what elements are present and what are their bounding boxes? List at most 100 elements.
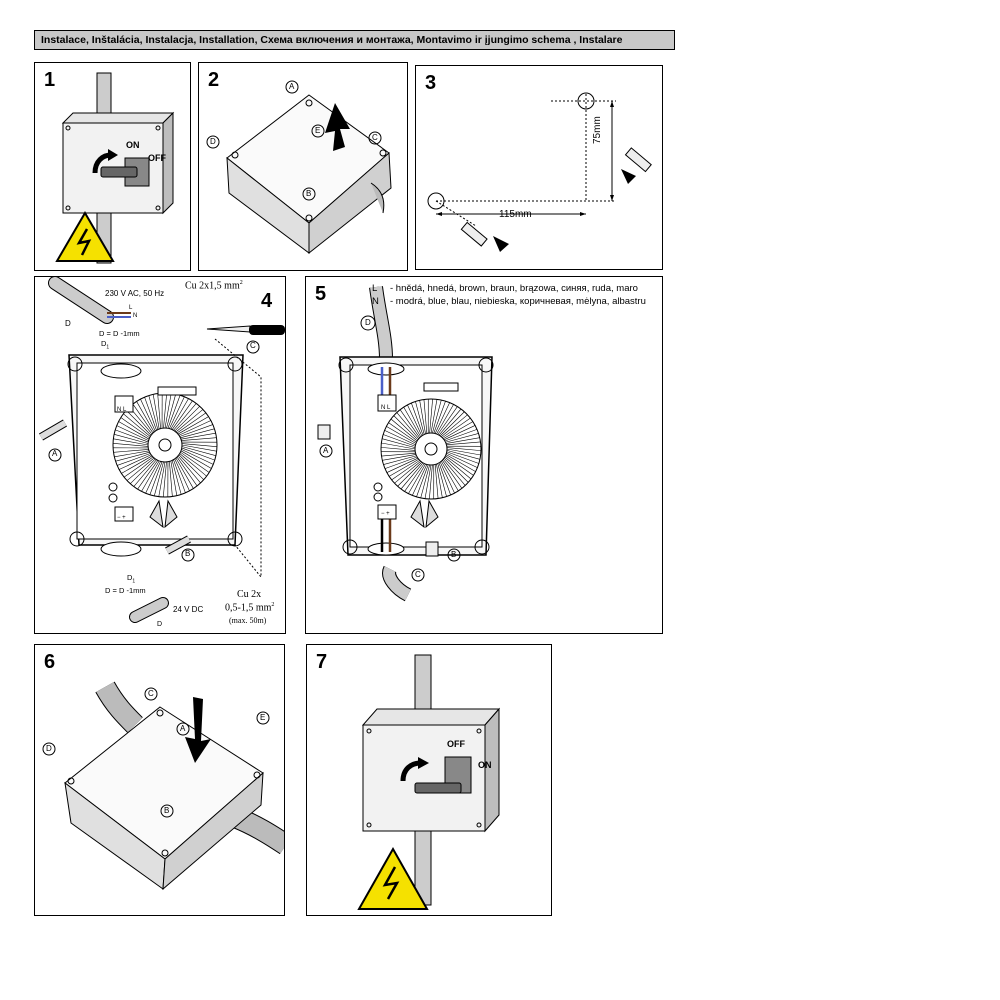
winding-line: [437, 463, 447, 497]
panel-1-switch-off: 1 ON OFF: [34, 62, 191, 271]
winding-line: [386, 426, 417, 444]
callout-c: C: [415, 570, 421, 579]
winding-line: [445, 437, 480, 444]
winding-line: [179, 453, 207, 477]
winding-line: [446, 447, 481, 451]
winding-line: [445, 433, 479, 443]
winding-line: [169, 461, 173, 497]
cable-spec-top-text: Cu 2x1,5 mm: [185, 280, 240, 292]
callout-e: E: [315, 126, 321, 135]
winding-line: [445, 454, 476, 472]
winding-line: [411, 402, 424, 436]
superscript: 2: [239, 280, 243, 286]
winding-line: [176, 412, 207, 434]
winding-line: [394, 461, 421, 484]
winding-line: [137, 460, 159, 490]
winding-line: [167, 395, 181, 429]
winding-line: [181, 437, 217, 441]
callout-c: C: [372, 133, 378, 142]
winding-line: [133, 459, 157, 487]
winding-line: [381, 438, 416, 448]
terminal-top-label: N L: [381, 405, 391, 411]
drilling-template-illustration: [427, 92, 652, 252]
winding-line: [433, 401, 446, 434]
winding-line: [123, 413, 151, 437]
callout-d: D: [210, 137, 216, 146]
wire-color-legend: L- hnědá, hnedá, brown, braun, brązowa, …: [372, 282, 646, 308]
winding-line: [114, 434, 149, 444]
winding-line: [388, 422, 417, 443]
winding-line: [434, 464, 439, 499]
d1-rule-top: D = D -1mm: [99, 329, 140, 338]
cable-spec-bottom-1: Cu 2x: [237, 589, 262, 600]
winding-line: [404, 463, 425, 492]
close-lid-illustration: [42, 681, 284, 891]
winding-line: [180, 450, 212, 469]
winding-line: [390, 418, 418, 442]
winding-line: [424, 464, 432, 499]
ac-voltage-label: 230 V AC, 50 Hz: [105, 289, 165, 298]
callout-b: B: [451, 550, 457, 559]
panel-number: 6: [44, 651, 56, 673]
wire-l-label: L: [129, 305, 133, 311]
superscript: 2: [271, 602, 275, 608]
winding-line: [113, 438, 149, 446]
winding-line: [117, 453, 151, 466]
winding-line: [181, 443, 217, 448]
winding-line: [439, 411, 465, 437]
callout-a: A: [52, 449, 58, 458]
winding-line: [432, 399, 442, 434]
winding-line: [444, 456, 472, 480]
winding-line: [416, 464, 429, 497]
winding-line: [381, 452, 416, 457]
winding-line: [442, 460, 463, 489]
winding-line: [383, 434, 416, 447]
wire-connection-illustration: [317, 286, 494, 602]
d1-sub: 1: [132, 578, 136, 585]
winding-line: [179, 424, 213, 437]
on-label: ON: [478, 760, 492, 770]
winding-line: [408, 463, 426, 494]
winding-line: [436, 404, 454, 435]
winding-line: [399, 409, 420, 438]
callout-a: A: [289, 82, 295, 91]
legend-text: - modrá, blue, blau, niebieska, коричнев…: [390, 296, 646, 307]
callout-d: D: [46, 744, 52, 753]
winding-line: [136, 401, 155, 433]
d1-label-bottom: D1: [127, 573, 135, 585]
winding-line: [175, 457, 194, 489]
winding-line: [397, 461, 423, 487]
winding-line: [443, 457, 469, 483]
winding-line: [429, 464, 433, 499]
off-label: OFF: [148, 153, 166, 163]
legend-row-n: N- modrá, blue, blau, niebieska, коричне…: [372, 295, 646, 308]
cable-spec-bottom-3: (max. 50m): [229, 616, 267, 625]
terminal-top-label: N L: [117, 407, 127, 413]
winding-line: [443, 459, 466, 486]
winding-line: [166, 394, 176, 429]
box-wiring-illustration: [38, 277, 285, 623]
panel-3-drill-holes: 3 115mm 75mm: [415, 65, 663, 270]
winding-line: [437, 406, 458, 435]
winding-line: [420, 464, 430, 499]
panel-7-switch-on: 7 OFF ON: [306, 644, 552, 916]
winding-line: [171, 460, 182, 495]
legend-text: - hnědá, hnedá, brown, braun, brązowa, с…: [390, 283, 638, 294]
panel-number: 3: [425, 72, 437, 94]
winding-line: [116, 425, 149, 441]
terminal-bottom-label: − +: [381, 511, 390, 517]
dimension-vertical: 75mm: [592, 116, 603, 144]
callout-c: C: [148, 689, 154, 698]
on-label: ON: [126, 140, 140, 150]
wire-n-label: N: [133, 313, 138, 319]
winding-line: [429, 399, 433, 434]
panel-number: 4: [261, 290, 273, 312]
panel-number: 7: [316, 651, 328, 673]
winding-line: [178, 420, 211, 436]
winding-line: [177, 416, 209, 435]
panel-6-close-lid: 6 C A D E B: [34, 644, 285, 916]
winding-line: [130, 458, 156, 484]
winding-line: [141, 460, 160, 492]
callout-b: B: [185, 549, 191, 558]
winding-line: [169, 396, 185, 429]
